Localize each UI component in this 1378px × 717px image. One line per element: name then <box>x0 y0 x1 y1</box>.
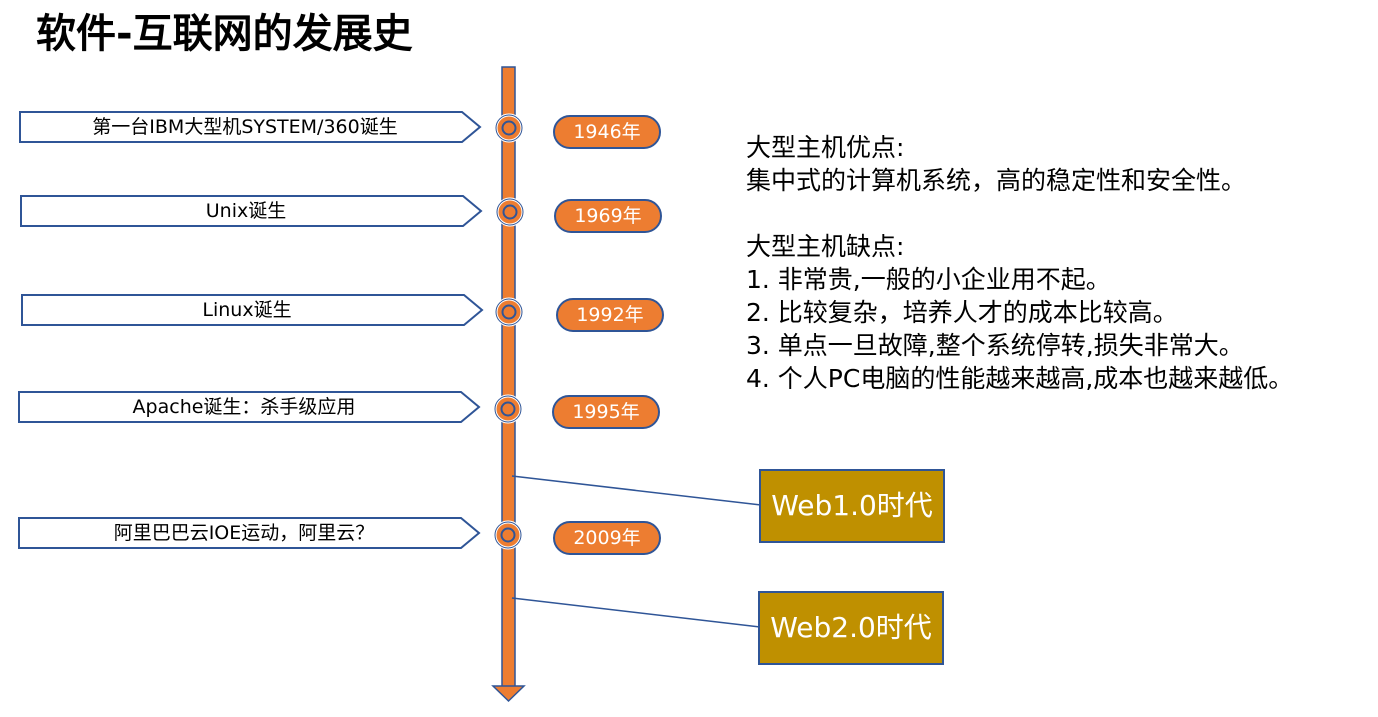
era-box-web1: Web1.0时代 <box>759 469 945 543</box>
cons-item: 1. 非常贵,一般的小企业用不起。 <box>746 265 1111 294</box>
event-label: 阿里巴巴云IOE运动，阿里云？ <box>113 522 375 544</box>
pros-text: 集中式的计算机系统，高的稳定性和安全性。 <box>746 166 1247 195</box>
year-badge: 1995年 <box>552 395 660 429</box>
notes-spacer <box>746 197 1293 230</box>
timeline-node <box>495 197 525 227</box>
era-connector <box>511 597 761 628</box>
event-label: 第一台IBM大型机SYSTEM/360诞生 <box>92 116 398 138</box>
timeline-node <box>493 394 523 424</box>
event-arrow-box <box>21 294 484 326</box>
cons-item: 2. 比较复杂，培养人才的成本比较高。 <box>746 298 1178 327</box>
event-label: Linux诞生 <box>202 299 292 321</box>
cons-heading: 大型主机缺点: <box>746 232 905 261</box>
event-label: Unix诞生 <box>205 200 287 222</box>
timeline-node <box>493 520 523 550</box>
mainframe-notes: 大型主机优点: 集中式的计算机系统，高的稳定性和安全性。 大型主机缺点: 1. … <box>746 131 1293 395</box>
pros-heading: 大型主机优点: <box>746 133 905 162</box>
page-title: 软件-互联网的发展史 <box>36 11 413 57</box>
year-badge: 1969年 <box>554 199 662 233</box>
year-badge: 1992年 <box>556 298 664 332</box>
event-arrow-box <box>20 195 483 227</box>
event-arrow-box <box>18 391 481 423</box>
timeline-shaft <box>501 66 516 688</box>
era-box-web2: Web2.0时代 <box>758 591 944 665</box>
timeline-node <box>494 297 524 327</box>
year-badge: 2009年 <box>553 521 661 555</box>
timeline-arrowhead <box>491 685 526 703</box>
cons-item: 4. 个人PC电脑的性能越来越高,成本也越来越低。 <box>746 364 1294 393</box>
timeline-node <box>494 113 524 143</box>
era-connector <box>511 475 762 506</box>
year-badge: 1946年 <box>553 115 661 149</box>
event-arrow-box <box>18 517 481 549</box>
cons-item: 3. 单点一旦故障,整个系统停转,损失非常大。 <box>746 331 1244 360</box>
event-label: Apache诞生：杀手级应用 <box>132 396 356 418</box>
event-arrow-box <box>19 111 482 143</box>
